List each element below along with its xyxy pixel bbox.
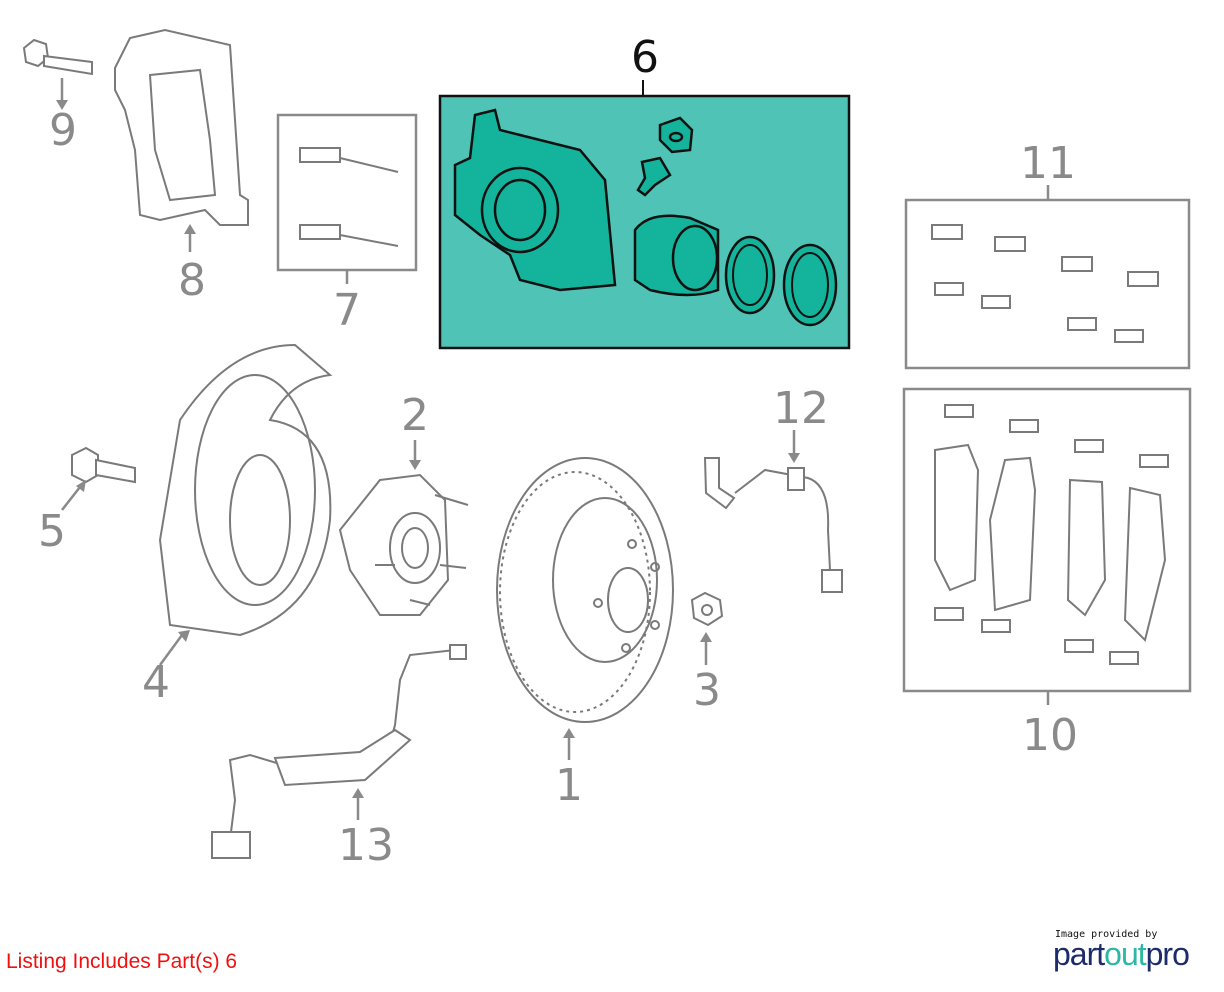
callout-6[interactable]: 6 [631,32,659,83]
logo-part: part [1053,936,1105,972]
partoutpro-logo: partoutpro [1053,936,1190,973]
callout-9[interactable]: 9 [49,105,77,156]
part-2-wheel-hub[interactable] [338,440,469,616]
part-11-clip-kit[interactable] [904,185,1191,370]
callout-8[interactable]: 8 [178,255,206,306]
logo-out: out [1104,936,1146,972]
part-6-caliper-assembly[interactable] [438,80,851,350]
part-7-guide-pin-kit[interactable] [276,113,418,284]
callout-4[interactable]: 4 [142,657,170,708]
callout-12[interactable]: 12 [773,383,829,434]
part-13-abs-sensor[interactable] [211,644,467,859]
part-5-bolt[interactable] [61,446,136,511]
image-credit-text: Image provided by [1055,929,1158,940]
callout-11[interactable]: 11 [1020,138,1076,189]
part-3-nut[interactable] [690,591,724,665]
callout-13[interactable]: 13 [338,820,394,871]
part-8-caliper-bracket[interactable] [114,28,249,252]
listing-includes-text: Listing Includes Part(s) 6 [6,950,238,973]
callout-5[interactable]: 5 [38,506,66,557]
part-9-bolt[interactable] [22,38,93,110]
part-1-brake-rotor[interactable] [496,457,674,760]
part-4-dust-shield[interactable] [158,343,333,666]
logo-pro: pro [1145,936,1190,972]
callout-7[interactable]: 7 [333,285,361,336]
callout-2[interactable]: 2 [401,390,429,441]
callout-10[interactable]: 10 [1022,710,1078,761]
callout-1[interactable]: 1 [555,760,583,811]
part-12-wear-sensor[interactable] [703,430,843,593]
part-10-brake-pads[interactable] [902,387,1192,705]
callout-3[interactable]: 3 [693,665,721,716]
